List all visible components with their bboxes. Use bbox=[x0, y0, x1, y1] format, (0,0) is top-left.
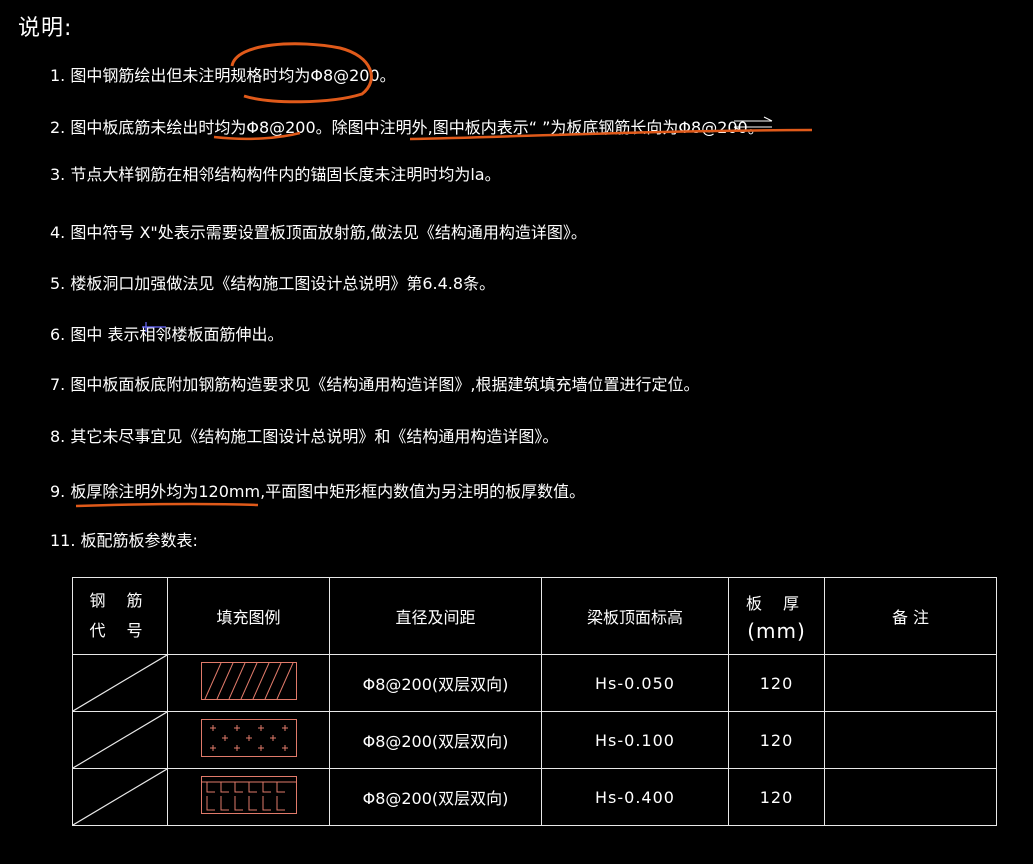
legend-cell bbox=[167, 654, 330, 712]
note-11: 11. 板配筋板参数表: bbox=[50, 531, 198, 550]
elevation-cell: Hs-0.400 bbox=[541, 768, 729, 826]
table-row: Φ8@200(双层双向) Hs-0.100 120 bbox=[72, 711, 997, 769]
brick-hatch-icon bbox=[200, 776, 297, 814]
spec-cell: Φ8@200(双层双向) bbox=[329, 654, 542, 712]
header-rebar-code: 钢 筋 代 号 bbox=[72, 577, 168, 655]
legend-cell bbox=[167, 711, 330, 769]
note-9: 9. 板厚除注明外均为120mm,平面图中矩形框内数值为另注明的板厚数值。 bbox=[50, 482, 586, 501]
remark-cell bbox=[824, 654, 997, 712]
header-thickness-line2: (mm) bbox=[747, 619, 806, 643]
slab-parameter-table: 钢 筋 代 号 填充图例 直径及间距 梁板顶面标高 板 厚 (mm) 备 注 bbox=[72, 577, 997, 826]
thickness-cell: 120 bbox=[728, 654, 825, 712]
header-elevation: 梁板顶面标高 bbox=[541, 577, 729, 655]
header-rebar-code-line1: 钢 筋 bbox=[89, 591, 151, 610]
spec-cell: Φ8@200(双层双向) bbox=[329, 711, 542, 769]
cross-hatch-icon bbox=[200, 719, 297, 757]
thickness-cell: 120 bbox=[728, 711, 825, 769]
header-remark: 备 注 bbox=[824, 577, 997, 655]
thickness-cell: 120 bbox=[728, 768, 825, 826]
note-7: 7. 图中板面板底附加钢筋构造要求见《结构通用构造详图》,根据建筑填充墙位置进行… bbox=[50, 375, 700, 394]
note-6: 6. 图中 表示相邻楼板面筋伸出。 bbox=[50, 325, 284, 344]
elevation-cell: Hs-0.100 bbox=[541, 711, 729, 769]
note-1: 1. 图中钢筋绘出但未注明规格时均为Φ8@200。 bbox=[50, 66, 396, 85]
remark-cell bbox=[824, 768, 997, 826]
rebar-code-cell bbox=[72, 654, 168, 712]
page-title: 说明: bbox=[18, 16, 73, 41]
header-spec: 直径及间距 bbox=[329, 577, 542, 655]
note-3: 3. 节点大样钢筋在相邻结构构件内的锚固长度未注明时均为la。 bbox=[50, 165, 501, 184]
legend-cell bbox=[167, 768, 330, 826]
remark-cell bbox=[824, 711, 997, 769]
table-row: Φ8@200(双层双向) Hs-0.050 120 bbox=[72, 654, 997, 712]
note-4: 4. 图中符号 X"处表示需要设置板顶面放射筋,做法见《结构通用构造详图》。 bbox=[50, 223, 587, 242]
rebar-code-cell bbox=[72, 711, 168, 769]
elevation-cell: Hs-0.050 bbox=[541, 654, 729, 712]
diagonal-hatch-icon bbox=[200, 662, 297, 700]
table-row: Φ8@200(双层双向) Hs-0.400 120 bbox=[72, 768, 997, 826]
note-5: 5. 楼板洞口加强做法见《结构施工图设计总说明》第6.4.8条。 bbox=[50, 274, 496, 293]
header-thickness: 板 厚 (mm) bbox=[728, 577, 825, 655]
rebar-code-cell bbox=[72, 768, 168, 826]
header-legend: 填充图例 bbox=[167, 577, 330, 655]
header-rebar-code-line2: 代 号 bbox=[89, 621, 151, 640]
note-2: 2. 图中板底筋未绘出时均为Φ8@200。除图中注明外,图中板内表示“ ”为板底… bbox=[50, 118, 764, 137]
note-8: 8. 其它未尽事宜见《结构施工图设计总说明》和《结构通用构造详图》。 bbox=[50, 427, 559, 446]
spec-cell: Φ8@200(双层双向) bbox=[329, 768, 542, 826]
header-thickness-line1: 板 厚 bbox=[745, 594, 808, 613]
